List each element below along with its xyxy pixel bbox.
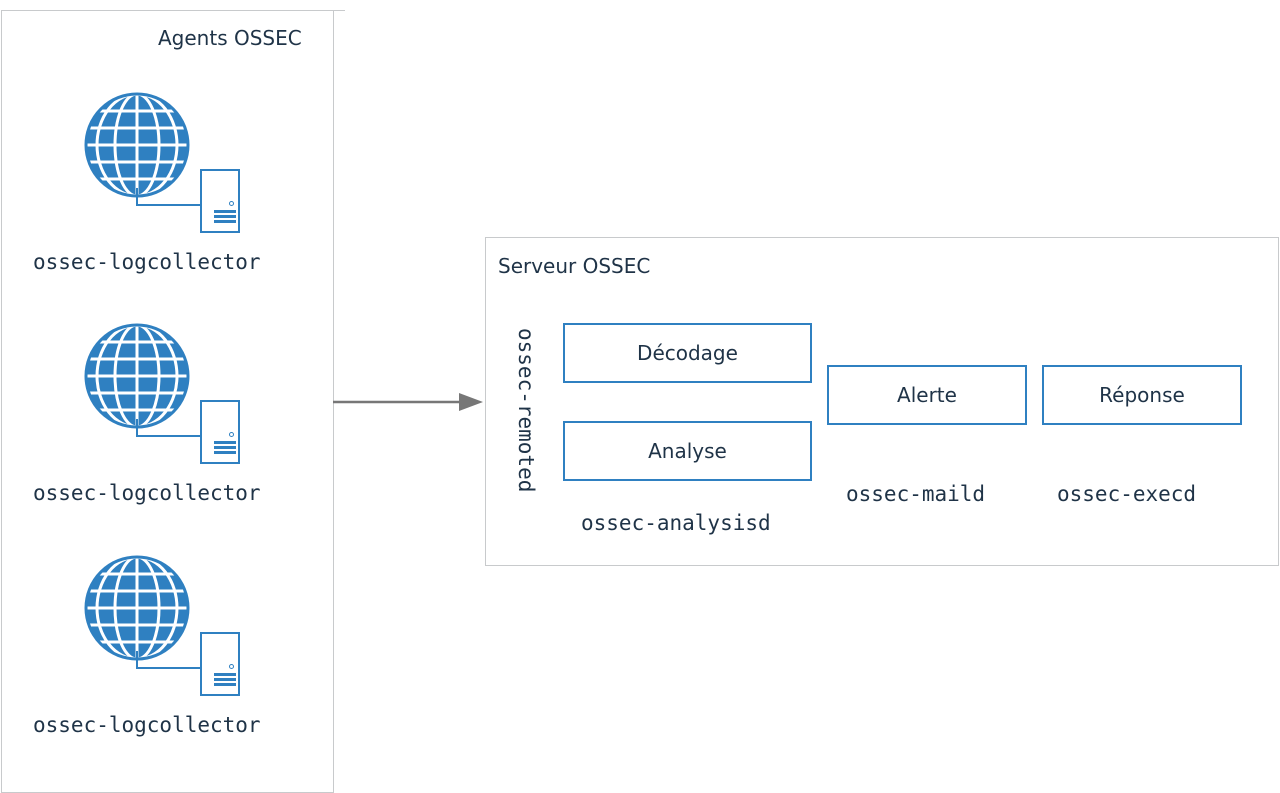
connector-line xyxy=(136,419,138,435)
agent-label: ossec-logcollector xyxy=(33,250,261,274)
agent-label: ossec-logcollector xyxy=(33,713,261,737)
agents-panel-title: Agents OSSEC xyxy=(158,26,302,50)
server-led xyxy=(229,664,234,669)
execd-label: ossec-execd xyxy=(1057,482,1197,506)
analysisd-label: ossec-analysisd xyxy=(581,511,771,535)
flow-arrow-icon xyxy=(333,393,483,411)
reponse-label: Réponse xyxy=(1099,383,1185,407)
server-icon xyxy=(200,400,240,464)
agents-panel-top-edge xyxy=(1,10,345,11)
connector-line xyxy=(136,651,138,667)
alerte-label: Alerte xyxy=(897,383,957,407)
analyse-module: Analyse xyxy=(563,421,812,481)
agent-label: ossec-logcollector xyxy=(33,481,261,505)
server-icon xyxy=(200,632,240,696)
analyse-label: Analyse xyxy=(648,439,727,463)
connector-line xyxy=(136,188,138,204)
reponse-module: Réponse xyxy=(1042,365,1242,425)
server-panel-title: Serveur OSSEC xyxy=(498,254,651,278)
connector-line xyxy=(136,435,200,437)
globe-icon xyxy=(84,92,190,198)
globe-icon xyxy=(84,555,190,661)
connector-line xyxy=(136,204,200,206)
decodage-module: Décodage xyxy=(563,323,812,383)
globe-icon xyxy=(84,323,190,429)
alerte-module: Alerte xyxy=(827,365,1027,425)
maild-label: ossec-maild xyxy=(846,482,986,506)
connector-line xyxy=(136,667,200,669)
server-led xyxy=(229,432,234,437)
server-led xyxy=(229,201,234,206)
remoted-label: ossec-remoted xyxy=(514,328,538,493)
server-icon xyxy=(200,169,240,233)
decodage-label: Décodage xyxy=(637,341,738,365)
